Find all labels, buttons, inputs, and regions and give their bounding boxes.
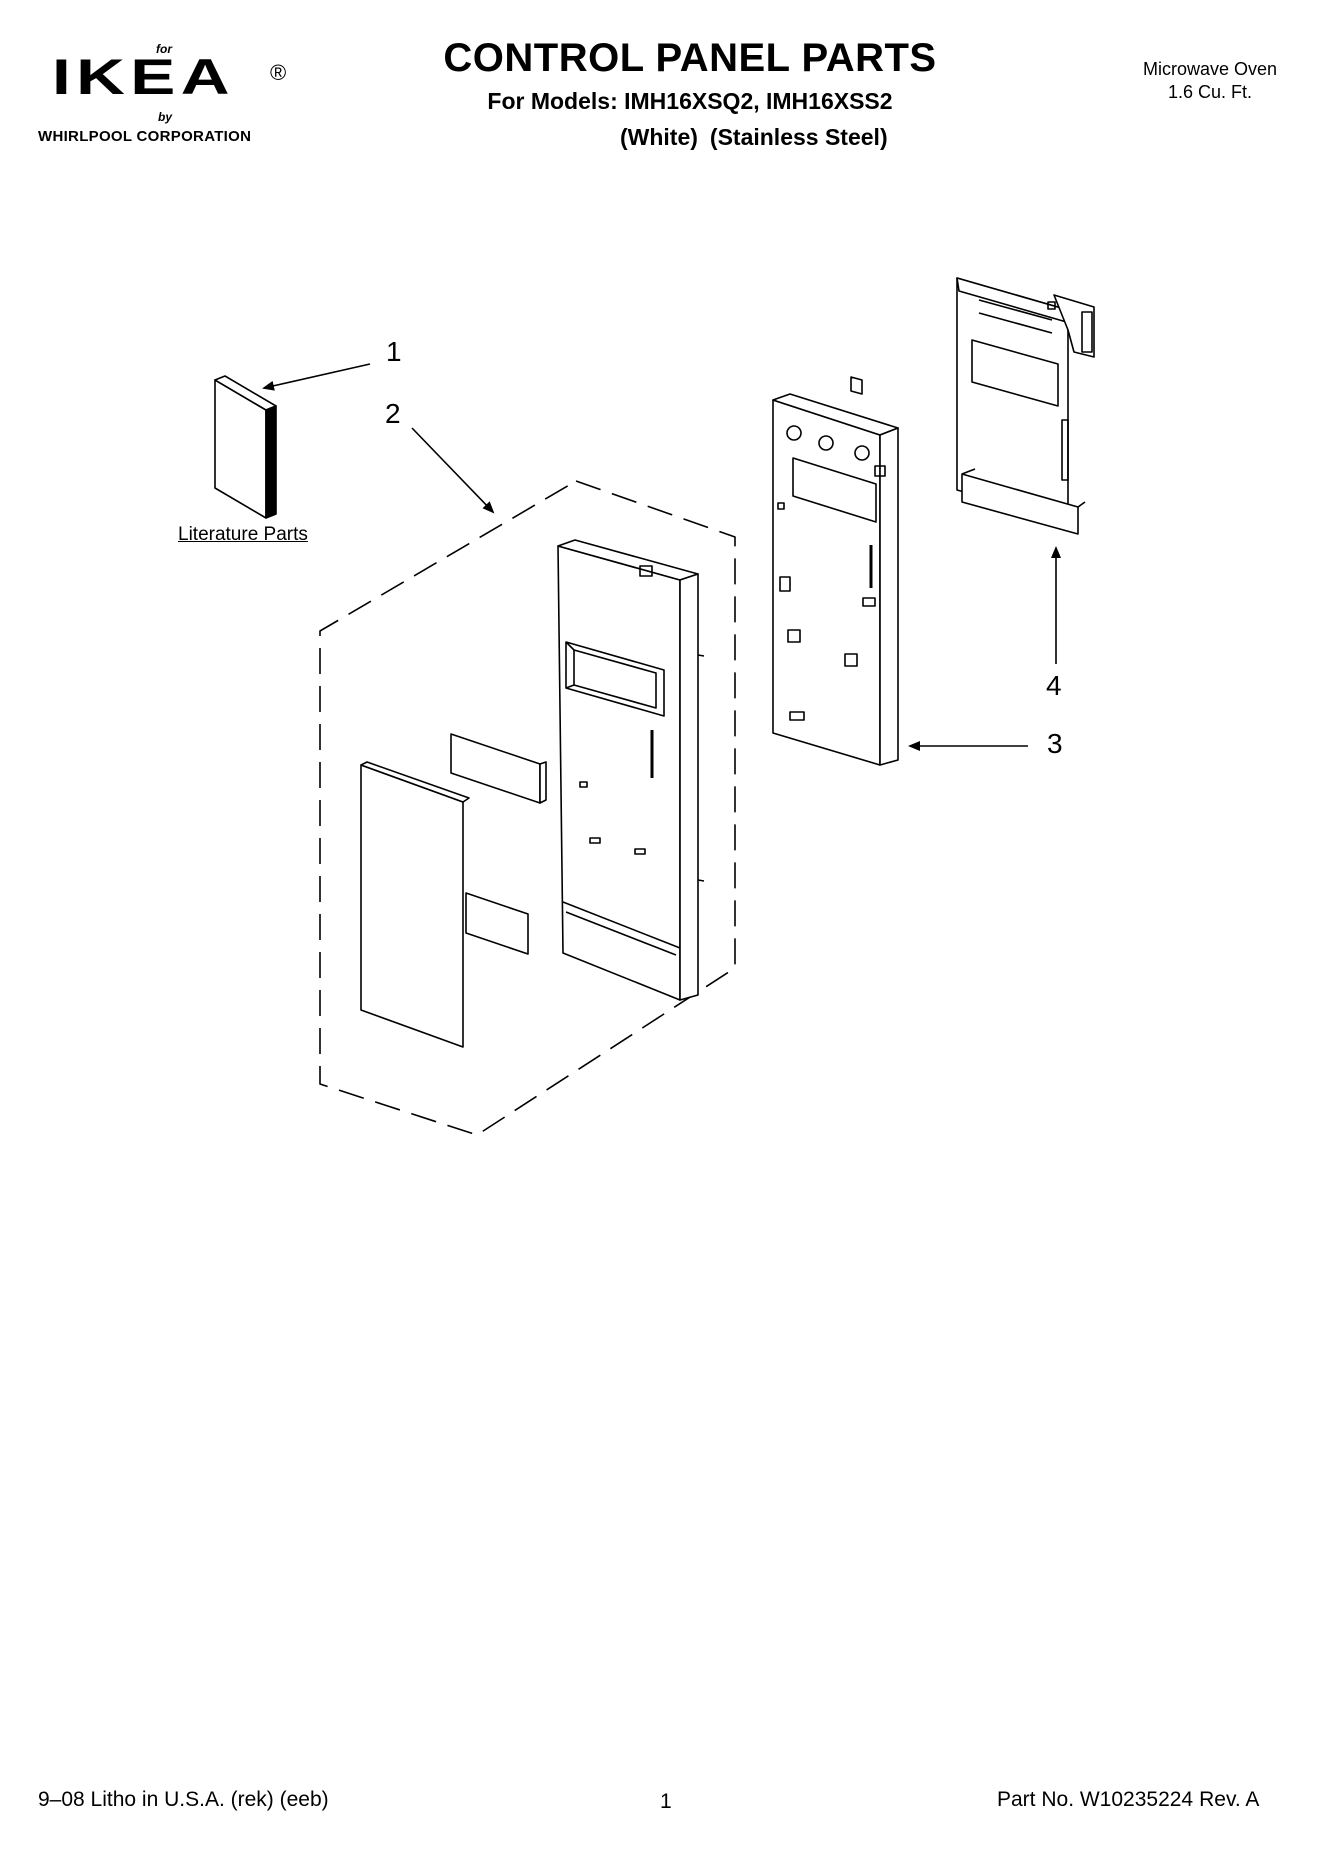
logo-by-text: by (158, 110, 173, 124)
variant-white: (White) (620, 124, 698, 150)
revision-text: Rev. A (1199, 1788, 1260, 1811)
part-2-assembly-outline (319, 480, 736, 1136)
leader-line-1 (262, 363, 371, 391)
logo-for-text: for (156, 42, 172, 56)
product-capacity: 1.6 Cu. Ft. (1167, 82, 1253, 102)
callout-3: 3 (1047, 728, 1063, 759)
literature-parts-label: Literature Parts (178, 524, 308, 545)
callout-1: 1 (386, 336, 402, 367)
logo-brand: IKEA (52, 49, 235, 105)
part-number-text: Part No. W10235224 (997, 1788, 1194, 1811)
model-variants: (White) (Stainless Steel) (620, 124, 888, 151)
callout-2: 2 (385, 398, 401, 429)
page-title: CONTROL PANEL PARTS (443, 36, 937, 80)
print-info: 9–08 Litho in U.S.A. (rek) (eeb) (38, 1788, 329, 1811)
part-1-literature-booklet (214, 375, 277, 519)
product-name: Microwave Oven (1142, 59, 1278, 79)
registered-mark: ® (270, 60, 287, 85)
part-4-circuit-board (956, 277, 1095, 535)
part-2-control-panel-front (557, 539, 705, 1001)
callout-4: 4 (1046, 670, 1062, 701)
ikea-whirlpool-logo: for IKEA ® by WHIRLPOOL CORPORATION (38, 38, 308, 148)
page-number: 1 (660, 1790, 672, 1813)
models-line: For Models: IMH16XSQ2, IMH16XSS2 (487, 88, 893, 114)
product-info: Microwave Oven 1.6 Cu. Ft. (1110, 58, 1310, 104)
logo-corporation: WHIRLPOOL CORPORATION (38, 128, 252, 145)
leader-line-2 (411, 427, 495, 514)
part-3-control-panel-frame (772, 376, 899, 766)
variant-stainless: (Stainless Steel) (709, 124, 888, 150)
part-2-overlay-pieces (360, 733, 547, 1048)
